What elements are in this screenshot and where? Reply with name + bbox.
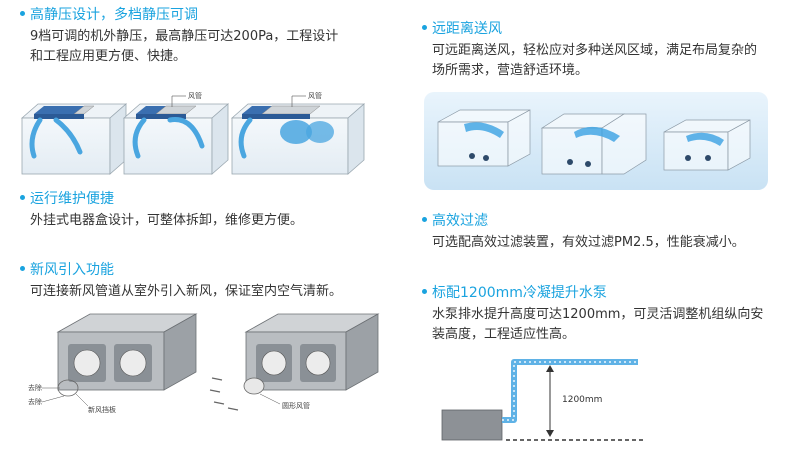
fan-unit-1: 去除 去除 新风挡板 (28, 313, 198, 414)
feature-desc: 可连接新风管道从室外引入新风，保证室内空气清新。 (30, 284, 343, 299)
fan-unit-2: 圆形风管 (209, 313, 380, 411)
unit-box (441, 409, 503, 441)
bullet-icon (20, 194, 25, 200)
bullet-icon (422, 216, 427, 222)
feature-high-static-pressure: 高静压设计，多档静压可调 9档可调的机外静压，最高静压可达200Pa，工程设计 … (20, 6, 338, 67)
static-pressure-illustration: 风管 风管 (20, 91, 366, 175)
feature-high-efficiency-filter: 高效过滤 可选配高效过滤装置，有效过滤PM2.5，性能衰减小。 (422, 212, 745, 253)
round-duct-label: 圆形风管 (282, 401, 310, 410)
bullet-icon (422, 24, 427, 30)
feature-title: 远距离送风 (422, 20, 757, 38)
feature-condensate-pump: 标配1200mm冷凝提升水泵 水泵排水提升高度可达1200mm，可灵活调整机组纵… (422, 284, 763, 345)
remove-label-b: 去除 (28, 397, 42, 406)
bullet-icon (422, 288, 427, 294)
room-3: 风管 (230, 91, 366, 175)
fresh-air-baffle-label: 新风挡板 (88, 405, 116, 414)
duct-label-a: 风管 (188, 91, 202, 100)
feature-desc: 水泵排水提升高度可达1200mm，可灵活调整机组纵向安 装高度，工程适应性高。 (432, 307, 764, 342)
feature-fresh-air: 新风引入功能 可连接新风管道从室外引入新风，保证室内空气清新。 (20, 261, 342, 302)
room-1 (20, 103, 128, 175)
remove-label-a: 去除 (28, 383, 42, 392)
feature-easy-maintenance: 运行维护便捷 外挂式电器盒设计，可整体拆卸，维修更方便。 (20, 190, 303, 231)
bullet-icon (20, 10, 25, 16)
feature-desc: 9档可调的机外静压，最高静压可达200Pa，工程设计 和工程应用更方便、快捷。 (30, 29, 339, 64)
feature-title: 高效过滤 (422, 212, 745, 230)
pump-height-label: 1200mm (562, 395, 602, 405)
airflow (464, 122, 724, 146)
feature-title: 高静压设计，多档静压可调 (20, 6, 338, 24)
long-distance-illustration (424, 92, 768, 190)
feature-title: 标配1200mm冷凝提升水泵 (422, 284, 763, 302)
pump-lift-illustration: 1200mm (441, 359, 644, 441)
bullet-icon (20, 265, 25, 271)
feature-desc: 可远距离送风，轻松应对多种送风区域，满足布局复杂的 场所需求，营造舒适环境。 (432, 43, 758, 78)
room-2: 风管 (122, 91, 230, 175)
feature-long-distance-supply: 远距离送风 可远距离送风，轻松应对多种送风区域，满足布局复杂的 场所需求，营造舒… (422, 20, 757, 81)
drain-pipe (502, 359, 638, 423)
duct-label-b: 风管 (308, 91, 322, 100)
feature-title: 新风引入功能 (20, 261, 342, 279)
feature-desc: 可选配高效过滤装置，有效过滤PM2.5，性能衰减小。 (432, 235, 745, 250)
feature-title: 运行维护便捷 (20, 190, 303, 208)
people (469, 153, 711, 167)
feature-desc: 外挂式电器盒设计，可整体拆卸，维修更方便。 (30, 213, 304, 228)
fresh-air-illustration: 去除 去除 新风挡板 圆形风管 (28, 313, 380, 414)
screws (209, 377, 239, 411)
